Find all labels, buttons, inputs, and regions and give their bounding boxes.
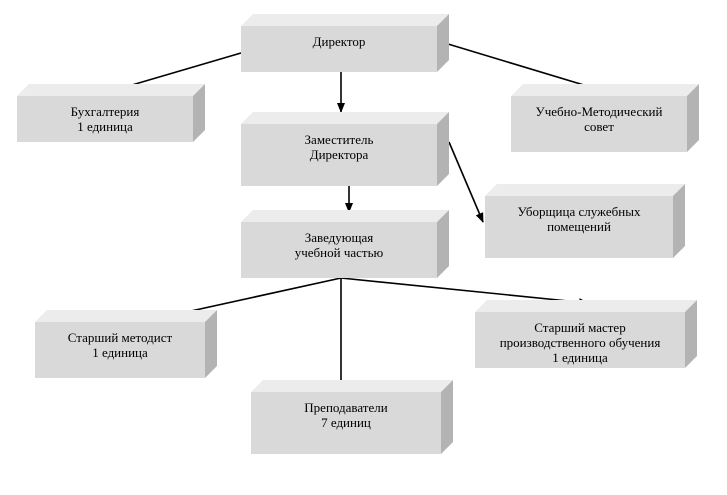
box-side-face [193, 84, 205, 142]
box-top-face [485, 184, 685, 196]
box-top-face [17, 84, 205, 96]
box-top-face [251, 380, 453, 392]
box-top-face [241, 210, 449, 222]
box-label-line: совет [584, 119, 614, 134]
box-label-line: учебной частью [295, 245, 384, 260]
box-label-line: 1 единица [552, 350, 608, 365]
box-label-line: 1 единица [92, 345, 148, 360]
box-top-face [511, 84, 699, 96]
box-front-face [241, 124, 437, 186]
box-label-line: 7 единиц [321, 415, 371, 430]
box-front-face [511, 96, 687, 152]
box-top-face [35, 310, 217, 322]
box-side-face [685, 300, 697, 368]
box-front-face [251, 392, 441, 454]
box-label-line: Старший мастер [534, 320, 625, 335]
box-side-face [205, 310, 217, 378]
box-label-line: помещений [547, 219, 611, 234]
box-front-face [241, 26, 437, 72]
org-box-director: Директор [241, 14, 449, 72]
box-label-line: Преподаватели [304, 400, 387, 415]
box-label-line: Бухгалтерия [71, 104, 140, 119]
box-label-line: Заведующая [305, 230, 374, 245]
box-top-face [475, 300, 697, 312]
box-side-face [437, 14, 449, 72]
box-label-line: производственного обучения [500, 335, 661, 350]
box-front-face [475, 312, 685, 368]
box-label-line: Учебно-Методический [536, 104, 663, 119]
box-label-line: Директора [310, 147, 369, 162]
connector-deputy-to-cleaner [448, 141, 484, 223]
box-label-line: Заместитель [305, 132, 374, 147]
box-side-face [441, 380, 453, 454]
box-label-line: Уборщица служебных [518, 204, 641, 219]
box-front-face [17, 96, 193, 142]
box-front-face [485, 196, 673, 258]
box-top-face [241, 112, 449, 124]
box-label-line: 1 единица [77, 119, 133, 134]
box-side-face [673, 184, 685, 258]
box-top-face [241, 14, 449, 26]
connector-head_study-to-master [340, 277, 589, 307]
box-side-face [687, 84, 699, 152]
box-side-face [437, 112, 449, 186]
box-side-face [437, 210, 449, 278]
box-label-line: Директор [313, 34, 366, 49]
box-front-face [241, 222, 437, 278]
box-front-face [35, 322, 205, 378]
box-label-line: Старший методист [68, 330, 173, 345]
